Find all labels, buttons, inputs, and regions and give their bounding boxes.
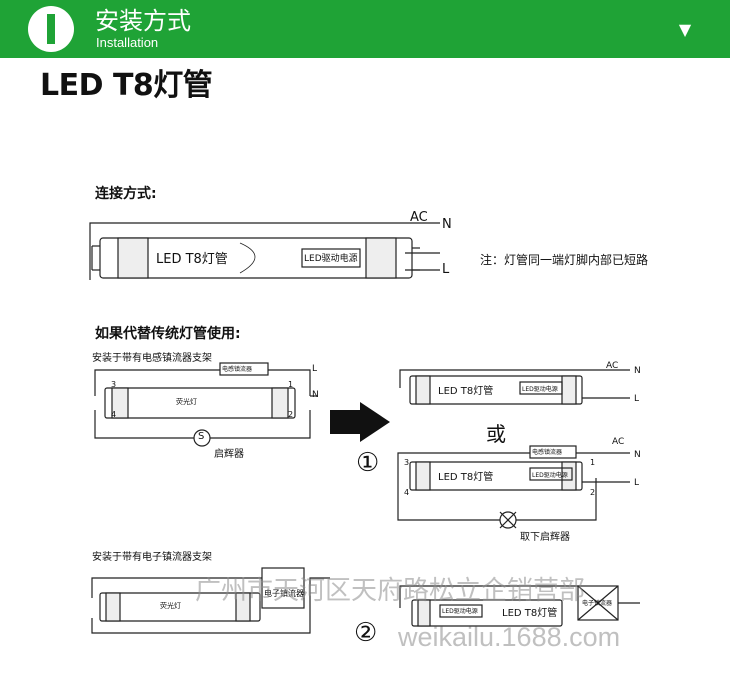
led-tube-bottom [409, 461, 583, 491]
fluorescent-label: 荧光灯 [176, 398, 197, 406]
header-banner: 安装方式 Installation ▼ [0, 0, 730, 58]
led-tube-top [409, 375, 583, 405]
banner-subtitle: Installation [96, 35, 159, 50]
led-tube-3 [411, 599, 563, 627]
pin-3-b: 3 [404, 458, 410, 467]
step-1: ① [356, 448, 380, 478]
led-tube-label-3: LED T8灯管 [502, 608, 558, 619]
tube-end-left [117, 237, 149, 279]
l-label-3: L [634, 394, 640, 404]
led-driver-label-3: LED驱动电源 [442, 608, 478, 615]
chevron-down-icon[interactable]: ▼ [678, 20, 692, 39]
starter-label: 启辉器 [214, 449, 244, 460]
pin-1-b: 1 [590, 458, 596, 467]
step-2: ② [354, 618, 378, 648]
starter-icon [193, 429, 211, 447]
ac-label: AC [410, 210, 428, 225]
ballast-box [219, 362, 269, 376]
led-driver-label-top: LED驱动电源 [522, 386, 558, 393]
pin-1: 1 [288, 380, 294, 389]
tube-end-right [365, 237, 397, 279]
ballast-label-2: 电感镇流器 [532, 449, 563, 456]
tube-main [99, 237, 413, 279]
fluorescent-label-2: 荧光灯 [160, 602, 181, 610]
wiring-diagram [89, 222, 640, 634]
watermark-line-2: weikailu.1688.com [398, 622, 621, 652]
starter-symbol: S [198, 431, 205, 442]
n-label-3: N [634, 366, 641, 376]
or-text: 或 [486, 422, 506, 446]
logo-bar-icon [47, 14, 55, 44]
l-label-4: L [634, 478, 640, 488]
watermark-line-1: 广州市天河区天府路松立企销营部 [195, 576, 586, 606]
inductive-fixture-title: 安装于带有电感镇流器支架 [92, 353, 212, 364]
led-tube-label-bottom: LED T8灯管 [438, 472, 494, 483]
electronic-ballast-box [261, 567, 305, 609]
banner-title: 安装方式 [95, 7, 191, 35]
pin-4: 4 [111, 410, 117, 419]
pin-3: 3 [111, 380, 117, 389]
fluor-tube [104, 387, 296, 419]
electronic-ballast-label: 电子镇流器 [264, 589, 304, 598]
section1-title: 连接方式: [95, 186, 157, 202]
driver-label: LED驱动电源 [304, 254, 358, 264]
pin-4-b: 4 [404, 488, 410, 497]
ac-n-wire [89, 222, 440, 280]
ac-label-3: AC [612, 437, 625, 447]
note-text: 注：灯管同一端灯脚内部已短路 [480, 253, 649, 267]
n-label-2: N [312, 390, 319, 400]
ac-label-2: AC [606, 361, 619, 371]
led-tube-label-top: LED T8灯管 [438, 386, 494, 397]
electronic-ballast-label-2: 电子镇流器 [582, 600, 613, 607]
electronic-fixture-title: 安装于带有电子镇流器支架 [92, 552, 212, 563]
n-label-4: N [634, 450, 641, 460]
section2-title: 如果代替传统灯管使用: [95, 326, 241, 342]
remove-starter-label: 取下启辉器 [520, 532, 570, 543]
tube-label: LED T8灯管 [156, 252, 228, 267]
ballast-label: 电感镇流器 [222, 366, 253, 373]
led-driver-label-bottom: LED驱动电源 [532, 472, 568, 479]
pin-2-b: 2 [590, 488, 596, 497]
pin-2: 2 [288, 410, 294, 419]
n-label: N [442, 217, 452, 232]
arrow-right-icon [330, 402, 390, 442]
l-label-2: L [312, 364, 318, 374]
page-title: LED T8灯管 [40, 68, 213, 103]
fluor-tube-2 [99, 592, 261, 622]
l-label: L [442, 262, 450, 277]
driver-box-main [301, 248, 361, 268]
